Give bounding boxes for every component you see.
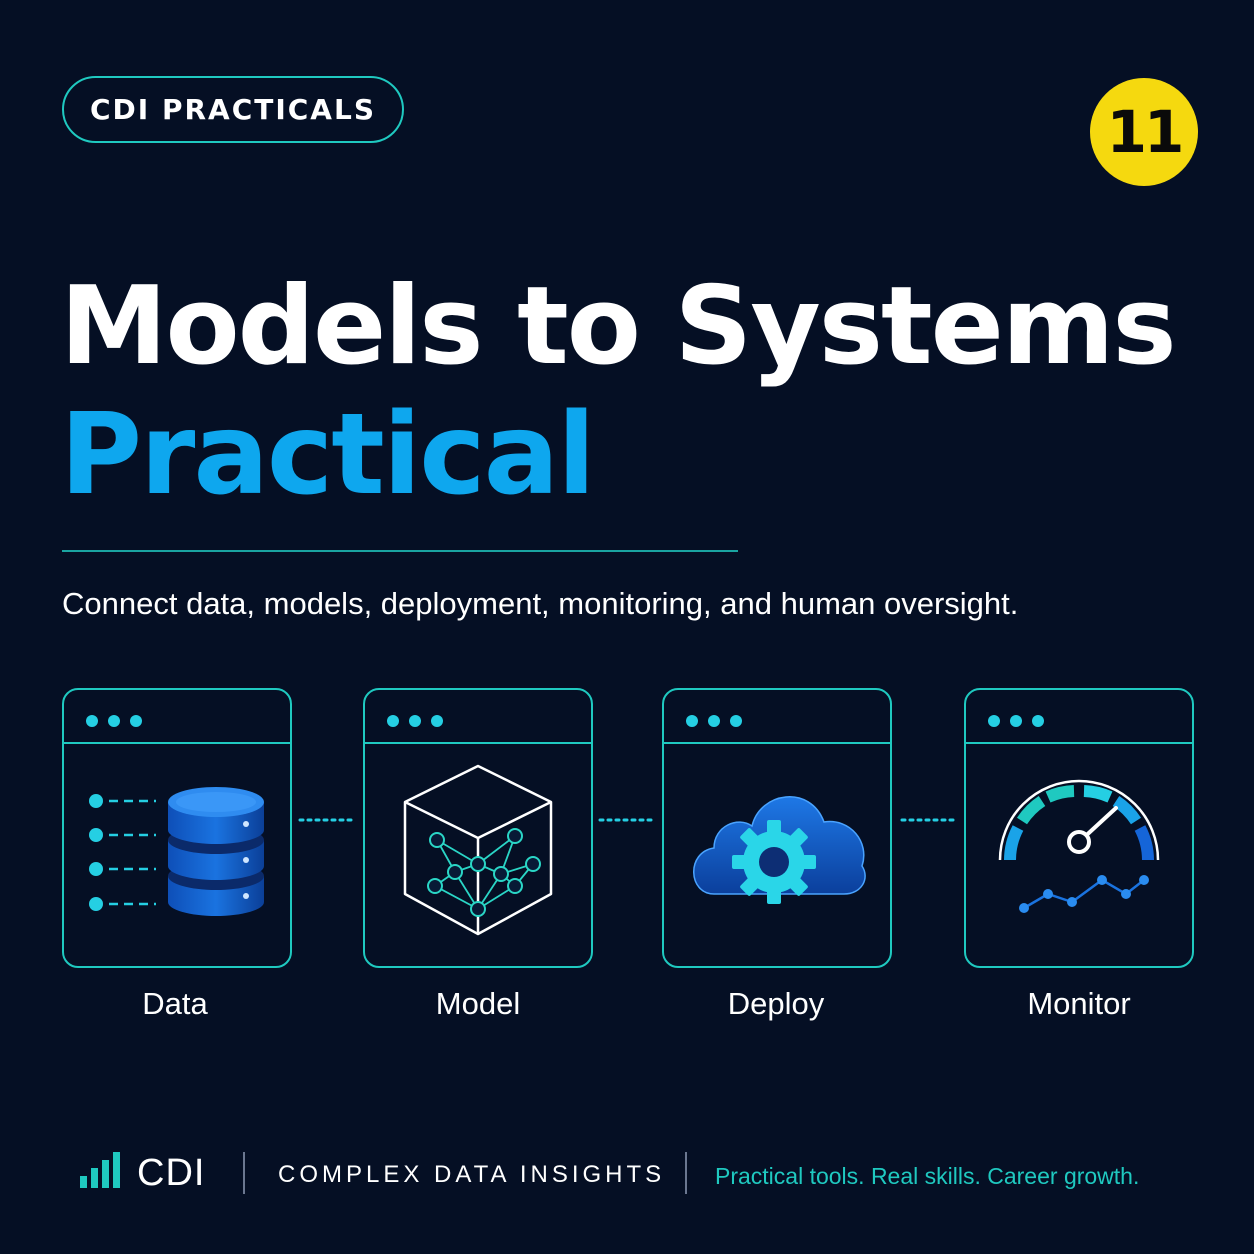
footer-tagline: Practical tools. Real skills. Career gro…: [715, 1163, 1140, 1189]
database-icon: [89, 787, 264, 916]
footer-divider: [685, 1152, 687, 1194]
neural-cube-icon: [403, 764, 553, 936]
connector-dots: [298, 818, 356, 822]
step-card-monitor: [964, 688, 1194, 968]
step-card-deploy: [662, 688, 892, 968]
footer-company-name: COMPLEX DATA INSIGHTS: [278, 1161, 666, 1188]
title-divider: [62, 550, 738, 552]
series-pill: CDI PRACTICALS: [62, 76, 404, 143]
step-card-model: [363, 688, 593, 968]
card-titlebar: [966, 690, 1192, 744]
connector-dots: [900, 818, 958, 822]
subtitle: Connect data, models, deployment, monito…: [62, 586, 1019, 621]
gauge-icon: [998, 779, 1160, 913]
episode-number-badge: 11: [1090, 78, 1198, 186]
footer-divider: [243, 1152, 245, 1194]
series-pill-label: CDI PRACTICALS: [89, 93, 376, 126]
window-dots: [387, 715, 443, 727]
card-titlebar: [64, 690, 290, 744]
card-titlebar: [664, 690, 890, 744]
step-label-data: Data: [142, 986, 208, 1021]
connector-dots: [598, 818, 656, 822]
step-label-model: Model: [435, 986, 521, 1021]
cloud-gear-icon: [693, 796, 866, 904]
step-label-deploy: Deploy: [727, 986, 825, 1021]
page-title-accent: Practical: [60, 390, 596, 520]
footer-brand: CDI: [137, 1152, 206, 1194]
card-titlebar: [365, 690, 591, 744]
episode-number: 11: [1106, 98, 1185, 166]
window-dots: [988, 715, 1044, 727]
window-dots: [686, 715, 742, 727]
signal-bars-logo-icon: [80, 1152, 120, 1188]
window-dots: [86, 715, 142, 727]
page-title: Models to Systems: [60, 264, 1177, 389]
step-card-data: [62, 688, 292, 968]
step-label-monitor: Monitor: [1027, 986, 1131, 1021]
